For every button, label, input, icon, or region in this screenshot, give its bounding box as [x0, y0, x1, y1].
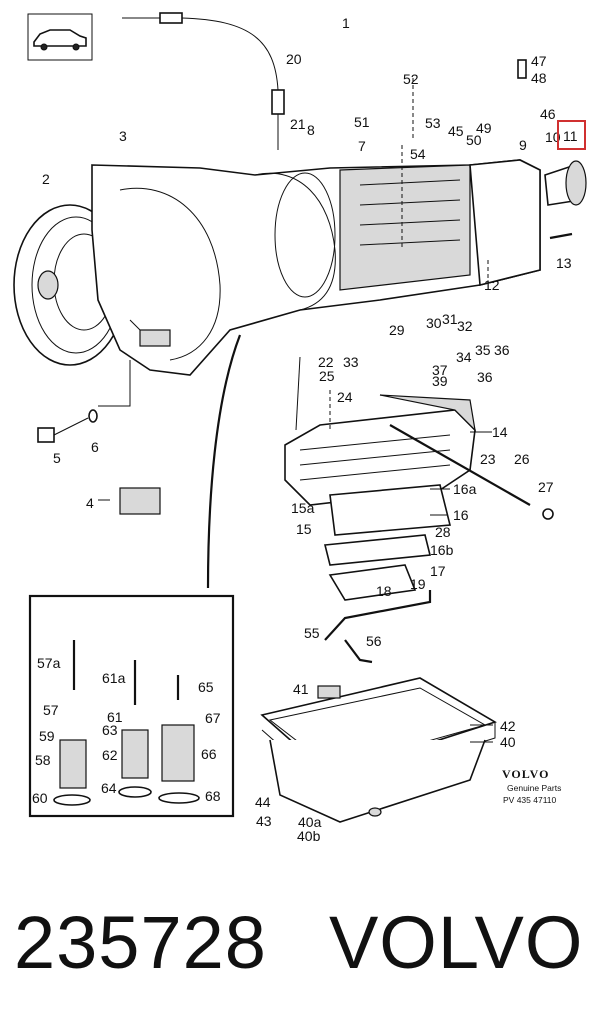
svg-text:56: 56	[366, 633, 382, 649]
svg-text:61a: 61a	[102, 670, 126, 686]
valve-body	[284, 394, 554, 601]
svg-text:23: 23	[480, 451, 496, 467]
svg-text:67: 67	[205, 710, 221, 726]
svg-text:16: 16	[453, 507, 469, 523]
svg-text:14: 14	[492, 424, 508, 440]
svg-text:28: 28	[435, 524, 451, 540]
svg-text:8: 8	[307, 122, 315, 138]
svg-text:2: 2	[42, 171, 50, 187]
svg-text:53: 53	[425, 115, 441, 131]
svg-text:32: 32	[457, 318, 473, 334]
svg-text:24: 24	[337, 389, 353, 405]
part-caption: 235728 VOLVO	[14, 888, 594, 998]
svg-text:49: 49	[476, 120, 492, 136]
diagram-code-text: PV 435 47110	[503, 795, 557, 805]
car-thumbnail	[27, 13, 93, 61]
svg-text:33: 33	[343, 354, 359, 370]
svg-text:57: 57	[43, 702, 59, 718]
svg-text:65: 65	[198, 679, 214, 695]
harness-wire	[206, 334, 242, 589]
genuine-parts-text: Genuine Parts	[507, 783, 561, 793]
svg-text:19: 19	[410, 576, 426, 592]
svg-text:55: 55	[304, 625, 320, 641]
svg-text:40a: 40a	[298, 814, 322, 830]
brand-name: VOLVO	[328, 901, 584, 984]
svg-text:46: 46	[540, 106, 556, 122]
svg-text:21: 21	[290, 116, 306, 132]
svg-text:34: 34	[456, 349, 472, 365]
svg-text:47: 47	[531, 53, 547, 69]
svg-text:58: 58	[35, 752, 51, 768]
svg-text:36: 36	[477, 369, 493, 385]
svg-text:22: 22	[318, 354, 334, 370]
svg-text:35: 35	[475, 342, 491, 358]
svg-text:31: 31	[442, 311, 458, 327]
svg-text:57a: 57a	[37, 655, 61, 671]
svg-text:37: 37	[432, 362, 448, 378]
svg-text:59: 59	[39, 728, 55, 744]
callout-labels: 1 2 3 4 5 6 7 8 9 10 12 13 14 15 15a 16 …	[32, 15, 572, 844]
svg-text:60: 60	[32, 790, 48, 806]
svg-text:44: 44	[255, 794, 271, 810]
svg-text:40b: 40b	[297, 828, 321, 844]
svg-text:5: 5	[53, 450, 61, 466]
svg-text:30: 30	[426, 315, 442, 331]
svg-text:40: 40	[500, 734, 516, 750]
svg-text:16a: 16a	[453, 481, 477, 497]
volvo-logo-text: VOLVO	[502, 767, 549, 781]
svg-text:43: 43	[256, 813, 272, 829]
svg-text:66: 66	[201, 746, 217, 762]
inset-valves-box	[28, 594, 235, 818]
svg-text:36: 36	[494, 342, 510, 358]
svg-text:12: 12	[484, 277, 500, 293]
svg-text:45: 45	[448, 123, 464, 139]
svg-text:1: 1	[342, 15, 350, 31]
volvo-genuine-parts-mark: VOLVO Genuine Parts PV 435 47110	[502, 767, 561, 805]
svg-text:4: 4	[86, 495, 94, 511]
transmission-case	[91, 159, 587, 376]
kickdown-cable	[122, 12, 285, 150]
svg-text:54: 54	[410, 146, 426, 162]
svg-text:15a: 15a	[291, 500, 315, 516]
part-number: 235728	[14, 901, 267, 984]
svg-text:50: 50	[466, 132, 482, 148]
svg-text:61: 61	[107, 709, 123, 725]
bolts	[37, 59, 573, 515]
svg-text:15: 15	[296, 521, 312, 537]
svg-text:16b: 16b	[430, 542, 454, 558]
svg-text:48: 48	[531, 70, 547, 86]
svg-text:13: 13	[556, 255, 572, 271]
svg-text:17: 17	[430, 563, 446, 579]
svg-text:25: 25	[319, 368, 335, 384]
svg-text:3: 3	[119, 128, 127, 144]
svg-text:6: 6	[91, 439, 99, 455]
svg-text:18: 18	[376, 583, 392, 599]
svg-text:52: 52	[403, 71, 419, 87]
leader-lines	[98, 78, 493, 743]
svg-text:64: 64	[101, 780, 117, 796]
svg-text:27: 27	[538, 479, 554, 495]
svg-text:41: 41	[293, 681, 309, 697]
highlighted-callout[interactable]: 11	[557, 120, 586, 150]
svg-text:20: 20	[286, 51, 302, 67]
svg-text:42: 42	[500, 718, 516, 734]
transmission-exploded-diagram: 1 2 3 4 5 6 7 8 9 10 12 13 14 15 15a 16 …	[13, 12, 587, 844]
svg-text:7: 7	[358, 138, 366, 154]
svg-text:68: 68	[205, 788, 221, 804]
oil-tubes	[324, 590, 432, 664]
callout-11-label: 11	[563, 128, 578, 144]
svg-text:26: 26	[514, 451, 530, 467]
svg-text:51: 51	[354, 114, 370, 130]
svg-text:62: 62	[102, 747, 118, 763]
svg-text:9: 9	[519, 137, 527, 153]
oil-pan	[260, 677, 497, 823]
svg-text:10: 10	[545, 129, 561, 145]
svg-text:63: 63	[102, 722, 118, 738]
svg-text:39: 39	[432, 373, 448, 389]
svg-text:29: 29	[389, 322, 405, 338]
